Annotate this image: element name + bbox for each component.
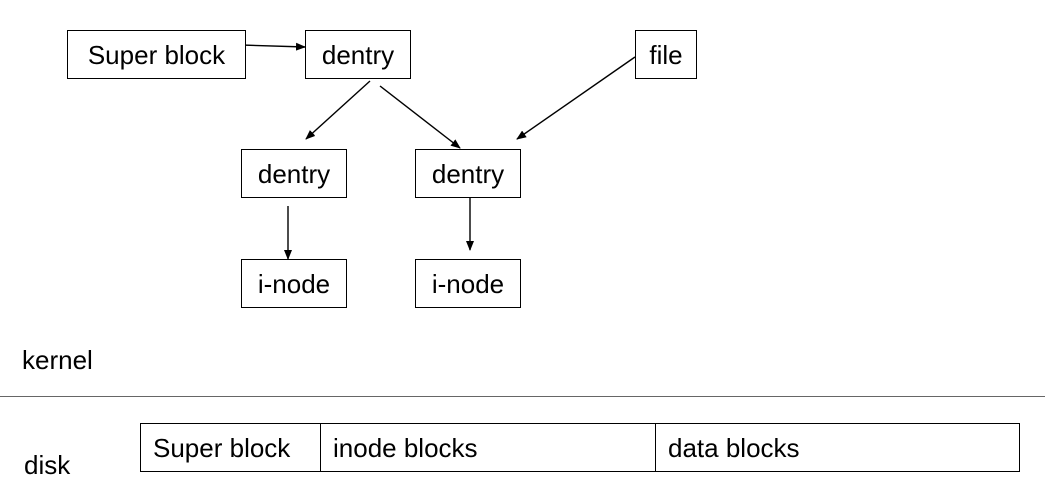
superblock-node: Super block: [67, 30, 246, 79]
kernel-label: kernel: [22, 345, 93, 375]
edge-dentry-to-left-dentry: [305, 80, 371, 140]
inode-left-node: i-node: [241, 259, 347, 308]
disk-layout-bar: Super block inode blocks data blocks: [140, 423, 1020, 472]
edge-file-to-right-dentry: [516, 56, 636, 140]
dentry-left-node: dentry: [241, 149, 347, 198]
kernel-disk-divider: [0, 396, 1045, 397]
disk-segment-data-blocks: data blocks: [655, 424, 1019, 471]
edge-superblock-to-dentry: [240, 42, 306, 51]
inode-right-node: i-node: [415, 259, 521, 308]
dentry-root-node: dentry: [305, 30, 411, 79]
disk-segment-inode-blocks: inode blocks: [320, 424, 655, 471]
disk-label: disk: [24, 450, 71, 480]
edge-dentry-to-right-dentry: [379, 85, 461, 149]
file-node: file: [635, 30, 697, 79]
dentry-right-node: dentry: [415, 149, 521, 198]
disk-segment-superblock: Super block: [153, 432, 291, 463]
